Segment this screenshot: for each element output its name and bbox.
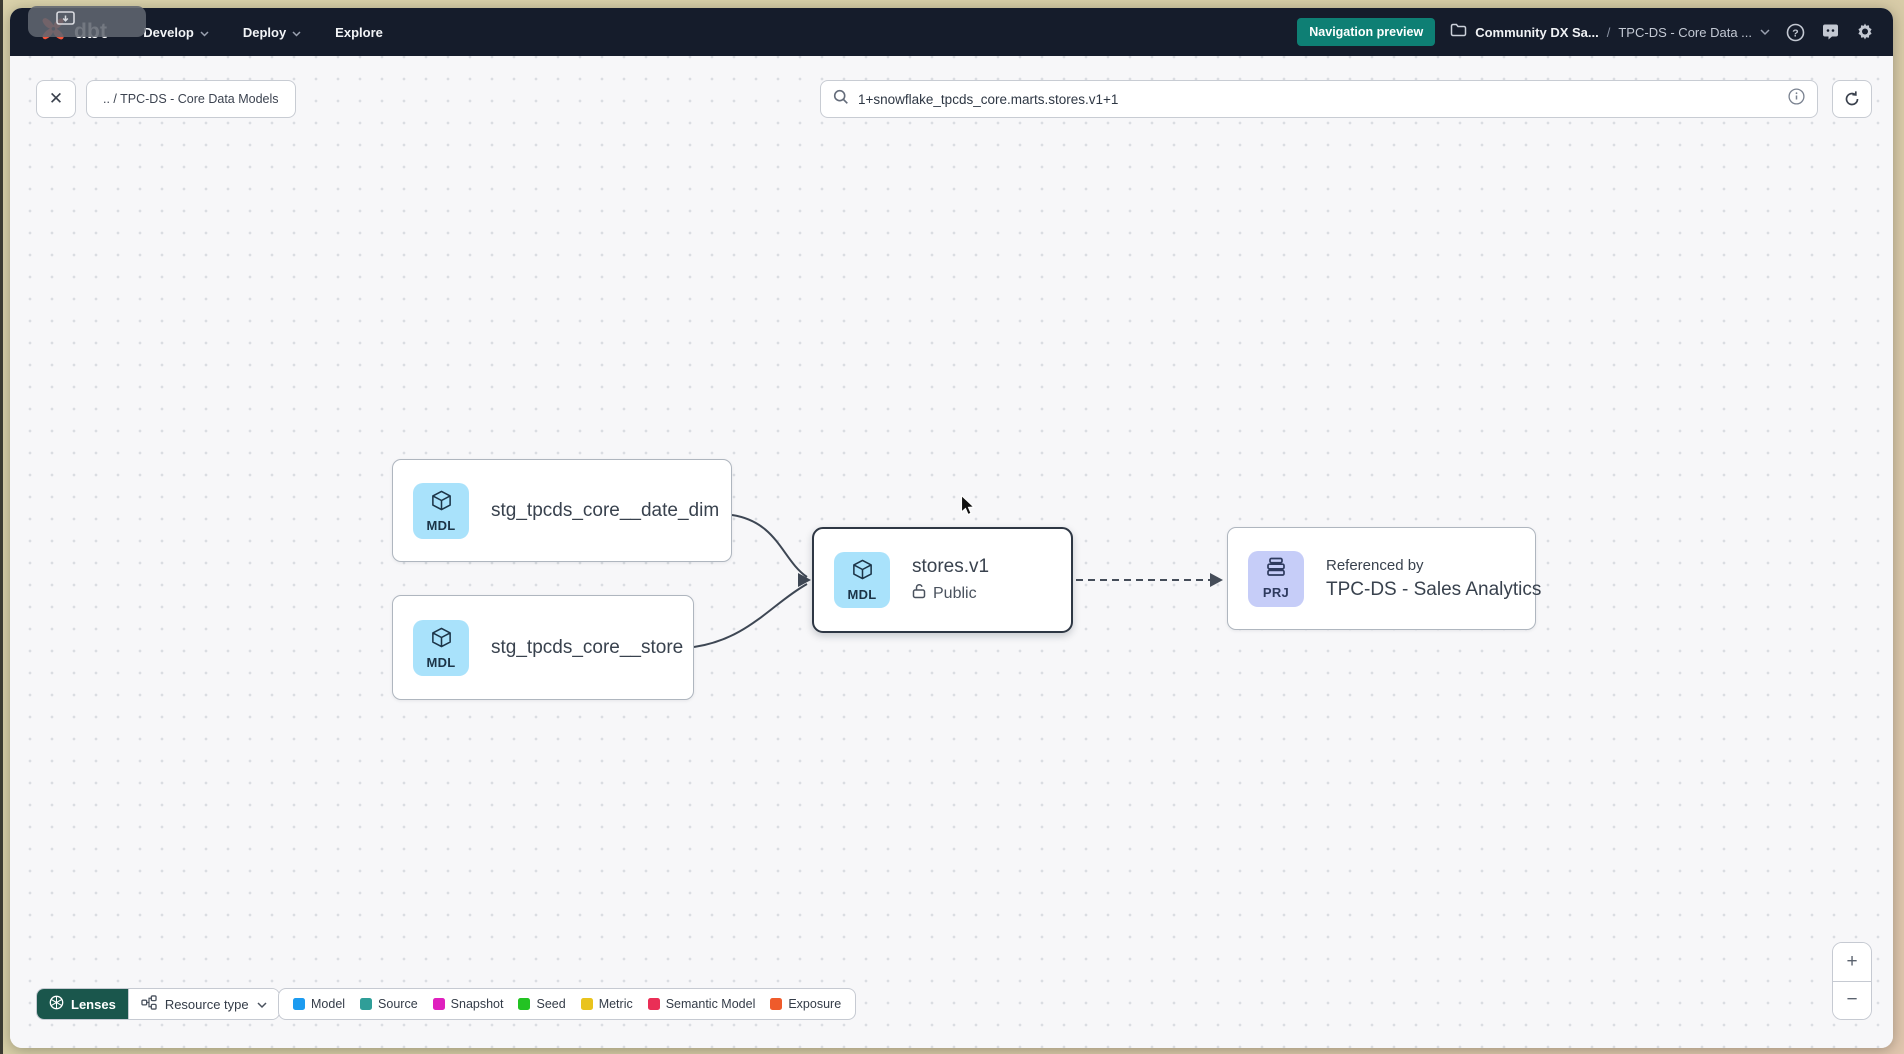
access-row: Public — [912, 583, 989, 604]
node-stores-v1-selected[interactable]: MDL stores.v1 Public — [812, 527, 1073, 633]
referenced-by-label: Referenced by — [1326, 556, 1424, 574]
legend-label: Seed — [536, 997, 566, 1011]
mouse-cursor — [960, 494, 977, 522]
edge-arrowhead — [798, 573, 811, 587]
edge-arrowhead — [1210, 573, 1223, 587]
node-text: stores.v1 Public — [912, 556, 989, 604]
lineage-selector-input[interactable] — [858, 91, 1779, 107]
nav-item-label: Explore — [335, 24, 383, 40]
legend-label: Model — [311, 997, 346, 1011]
resource-type-label: Resource type — [164, 996, 249, 1012]
close-lineage-button[interactable]: ✕ — [36, 80, 76, 118]
resource-graph-icon — [141, 995, 157, 1013]
badge-label: PRJ — [1262, 585, 1290, 600]
legend-item-seed: Seed — [518, 997, 566, 1011]
lineage-search-bar — [820, 80, 1818, 118]
chevron-down-icon — [257, 997, 267, 1012]
screen-share-indicator — [28, 6, 146, 37]
refresh-graph-button[interactable] — [1832, 80, 1872, 118]
resource-type-legend: Model Source Snapshot Seed Metric Semant… — [278, 988, 857, 1020]
cube-icon — [430, 626, 453, 654]
main-nav: Develop Deploy Explore — [143, 25, 383, 40]
node-label: TPC-DS - Sales Analytics — [1326, 578, 1542, 600]
legend-item-semantic-model: Semantic Model — [647, 997, 756, 1011]
legend-swatch — [518, 998, 531, 1010]
svg-text:?: ? — [1792, 27, 1798, 39]
edge-date-dim-to-stores — [731, 514, 808, 578]
folder-icon — [1450, 23, 1467, 42]
legend-swatch — [432, 998, 445, 1010]
zoom-out-button[interactable]: − — [1833, 981, 1871, 1019]
search-icon — [833, 89, 849, 110]
account-name[interactable]: Community DX Sa... — [1475, 24, 1599, 40]
badge-label: MDL — [426, 654, 456, 670]
archive-stack-icon — [1264, 557, 1288, 584]
node-label: stg_tpcds_core__store — [491, 636, 684, 658]
node-referenced-by-project[interactable]: PRJ Referenced by TPC-DS - Sales Analyti… — [1227, 527, 1541, 630]
lens-controls: Lenses Resource type — [36, 988, 280, 1020]
dbt-cloud-window: dbt Develop Deploy Explore Navigation pr… — [10, 8, 1893, 1048]
badge-label: MDL — [847, 587, 877, 602]
unlock-icon — [912, 583, 926, 604]
model-badge: MDL — [413, 482, 469, 539]
legend-label: Metric — [598, 997, 633, 1011]
screen-share-window-icon — [56, 10, 78, 33]
legend-swatch — [770, 998, 783, 1010]
screenshot-edge-strip — [0, 0, 3, 1054]
zoom-controls: + − — [1832, 942, 1872, 1020]
model-badge: MDL — [413, 619, 469, 676]
node-label: stg_tpcds_core__date_dim — [491, 499, 720, 521]
nav-item-label: Deploy — [242, 24, 287, 40]
navbar-right: Navigation preview Community DX Sa... / … — [1297, 18, 1875, 46]
zoom-in-button[interactable]: + — [1833, 943, 1871, 982]
help-icon[interactable]: ? — [1785, 22, 1805, 42]
legend-swatch — [293, 998, 305, 1010]
breadcrumb-separator: / — [1606, 24, 1611, 40]
legend-item-source: Source — [360, 997, 418, 1011]
cube-icon — [430, 489, 453, 517]
chevron-down-icon — [292, 25, 301, 40]
node-label: stores.v1 — [912, 556, 990, 577]
edge-store-to-stores — [693, 583, 808, 648]
resource-type-dropdown[interactable]: Resource type — [127, 989, 279, 1019]
nav-item-deploy[interactable]: Deploy — [243, 25, 301, 40]
legend-item-model: Model — [293, 997, 345, 1011]
legend-label: Semantic Model — [665, 997, 756, 1011]
settings-gear-icon[interactable] — [1855, 22, 1875, 42]
cube-icon — [851, 558, 874, 586]
lens-aperture-icon — [49, 995, 64, 1013]
feedback-icon[interactable] — [1820, 22, 1840, 42]
navigation-preview-button[interactable]: Navigation preview — [1297, 18, 1436, 46]
lenses-label: Lenses — [71, 996, 116, 1012]
account-breadcrumb: Community DX Sa... / TPC-DS - Core Data … — [1450, 23, 1770, 42]
legend-label: Exposure — [788, 997, 842, 1011]
legend-swatch — [647, 998, 660, 1010]
legend-swatch — [580, 998, 593, 1010]
chevron-down-icon — [200, 25, 209, 40]
legend-item-exposure: Exposure — [770, 997, 841, 1011]
legend-item-snapshot: Snapshot — [432, 997, 504, 1011]
legend-label: Snapshot — [450, 997, 504, 1011]
project-badge: PRJ — [1248, 550, 1304, 607]
node-text: Referenced by TPC-DS - Sales Analytics — [1326, 557, 1541, 601]
badge-label: MDL — [426, 517, 456, 533]
nav-item-develop[interactable]: Develop — [143, 25, 209, 40]
legend-swatch — [360, 998, 373, 1010]
lenses-button[interactable]: Lenses — [37, 989, 128, 1019]
model-badge: MDL — [834, 552, 890, 608]
access-label: Public — [933, 584, 977, 602]
lineage-canvas[interactable]: ✕ .. / TPC-DS - Core Data Models MDL stg… — [10, 56, 1893, 1048]
project-name[interactable]: TPC-DS - Core Data ... — [1618, 24, 1752, 40]
nav-item-explore[interactable]: Explore — [335, 25, 383, 40]
nav-item-label: Develop — [143, 24, 194, 40]
legend-label: Source — [378, 997, 418, 1011]
node-stg-tpcds-core-store[interactable]: MDL stg_tpcds_core__store — [392, 595, 694, 700]
info-icon[interactable] — [1788, 88, 1805, 110]
legend-item-metric: Metric — [580, 997, 633, 1011]
chevron-down-icon[interactable] — [1760, 23, 1770, 41]
lineage-breadcrumb-chip[interactable]: .. / TPC-DS - Core Data Models — [86, 80, 296, 118]
top-navbar: dbt Develop Deploy Explore Navigation pr… — [10, 8, 1893, 56]
node-stg-tpcds-core-date-dim[interactable]: MDL stg_tpcds_core__date_dim — [392, 459, 732, 562]
